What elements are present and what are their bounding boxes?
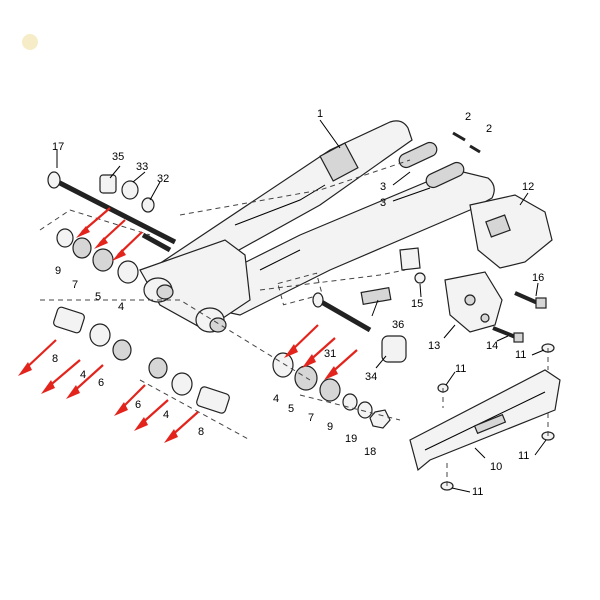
callout-33: 33 xyxy=(136,161,148,173)
callout-7: 7 xyxy=(72,279,78,291)
callout-1: 1 xyxy=(317,108,323,120)
callout-8: 8 xyxy=(198,426,204,438)
callout-5: 5 xyxy=(288,403,294,415)
callout-4: 4 xyxy=(163,409,169,421)
callout-32: 32 xyxy=(157,173,169,185)
callout-18: 18 xyxy=(364,446,376,458)
red-arrow xyxy=(18,339,57,376)
callout-17: 17 xyxy=(52,141,64,153)
callout-34: 34 xyxy=(365,371,377,383)
callout-4: 4 xyxy=(273,393,279,405)
upper-bearing-stack xyxy=(56,174,172,284)
red-arrow xyxy=(112,231,143,261)
callout-15: 15 xyxy=(411,298,423,310)
watermark-logo xyxy=(22,34,38,50)
callout-2: 2 xyxy=(465,111,471,123)
red-arrow xyxy=(94,219,126,249)
callout-16: 16 xyxy=(532,272,544,284)
callout-6: 6 xyxy=(135,399,141,411)
bolts xyxy=(47,131,555,491)
red-arrow xyxy=(41,359,81,394)
callout-9: 9 xyxy=(327,421,333,433)
callout-7: 7 xyxy=(308,412,314,424)
chain-guide-assembly xyxy=(444,194,553,333)
callout-11: 11 xyxy=(518,450,529,462)
red-arrow xyxy=(134,399,169,431)
chain-slider xyxy=(409,369,561,472)
callout-8: 8 xyxy=(52,353,58,365)
red-arrow xyxy=(302,337,336,368)
callout-14: 14 xyxy=(486,340,498,352)
callout-labels: 1 2 2 3 3 4 4 4 4 5 5 6 6 7 7 8 8 9 9 10… xyxy=(52,108,544,498)
callout-11: 11 xyxy=(515,349,526,361)
guide-lines xyxy=(39,150,401,441)
callout-3: 3 xyxy=(380,197,386,209)
callout-10: 10 xyxy=(490,461,502,473)
callout-36: 36 xyxy=(392,319,404,331)
callout-3: 3 xyxy=(380,181,386,193)
red-arrow xyxy=(164,411,199,443)
callout-11: 11 xyxy=(455,363,466,375)
red-arrow xyxy=(284,324,319,358)
callout-19: 19 xyxy=(345,433,357,445)
leader-lines xyxy=(109,119,547,493)
callout-6: 6 xyxy=(98,377,104,389)
callout-2: 2 xyxy=(486,123,492,135)
callout-4: 4 xyxy=(118,301,124,313)
red-arrows xyxy=(18,207,358,443)
callout-12: 12 xyxy=(522,181,534,193)
callout-13: 13 xyxy=(428,340,440,352)
swingarm xyxy=(139,120,495,333)
callout-11: 11 xyxy=(472,486,483,498)
callout-9: 9 xyxy=(55,265,61,277)
red-arrow xyxy=(76,207,111,238)
left-lower-bearing-stack xyxy=(53,306,230,414)
callout-5: 5 xyxy=(95,291,101,303)
red-arrow xyxy=(324,349,358,380)
callout-4: 4 xyxy=(80,369,86,381)
callout-31: 31 xyxy=(324,348,336,360)
callout-35: 35 xyxy=(112,151,124,163)
red-arrow xyxy=(66,364,104,399)
red-arrow xyxy=(114,384,146,416)
